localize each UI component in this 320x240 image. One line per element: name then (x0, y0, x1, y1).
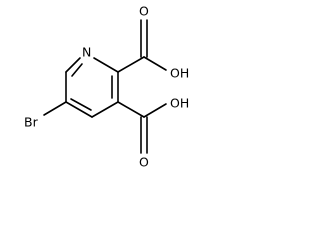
carboxyl-group-top (117, 19, 167, 73)
bond-c5-br (43, 101, 67, 116)
carbonyl-oxygen-bottom-label: O (139, 155, 149, 170)
bond-c-oh-bottom (143, 103, 167, 118)
bromine-label: Br (24, 115, 39, 130)
bond-c6-n (65, 57, 81, 73)
bond-c3-ccooh (117, 101, 145, 118)
pyridine-ring (65, 57, 119, 118)
bond-n-c2 (93, 57, 119, 73)
bond-c2-ccooh (117, 56, 145, 73)
hydroxyl-top-label: OH (170, 66, 189, 81)
bond-c4-c5-inner (70, 98, 92, 111)
bond-c3-c4 (91, 101, 119, 118)
structure-diagram: N Br O OH O OH (24, 4, 189, 170)
carbonyl-oxygen-top-label: O (139, 4, 149, 19)
bond-c-oh-top (143, 56, 167, 71)
carboxyl-group-bottom (117, 101, 167, 154)
nitrogen-label: N (82, 45, 91, 60)
bond-c4-c5 (65, 101, 93, 118)
hydroxyl-bottom-label: OH (170, 96, 189, 111)
bond-c6-n-inner (71, 63, 83, 77)
